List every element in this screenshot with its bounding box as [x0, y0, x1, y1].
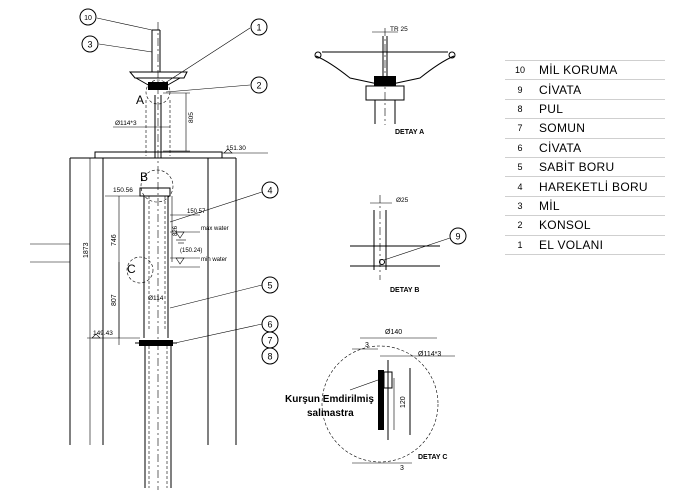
part-name: MİL KORUMA [535, 59, 665, 81]
top-slab [94, 151, 223, 159]
detail-a-tr25: TR 25 [390, 26, 408, 33]
detail-c-d114: Ø114*3 [418, 351, 441, 358]
dim-826: 826 [173, 225, 179, 236]
svg-text:1: 1 [256, 23, 261, 33]
part-number: 3 [505, 195, 535, 217]
detail-a-marker-circle [145, 79, 171, 105]
detail-c-d120: 120 [400, 396, 407, 408]
detail-b-mark: B [140, 170, 148, 184]
detail-b-d25: Ø25 [396, 197, 409, 204]
detail-c-title: DETAY C [418, 454, 447, 461]
part-name: PUL [535, 98, 665, 120]
svg-text:7: 7 [267, 336, 272, 346]
balloon-5: 5 [261, 276, 279, 294]
balloon-7: 7 [261, 331, 279, 349]
detail-c-note-line1: Kurşun Emdirilmiş [285, 394, 374, 405]
detail-c-mark: C [127, 262, 136, 276]
elev-15024: (150.24) [180, 248, 202, 254]
part-number: 1 [505, 234, 535, 255]
detail-a-title: DETAY A [395, 129, 424, 136]
svg-text:6: 6 [267, 320, 272, 330]
balloon-9: 9 [449, 227, 467, 245]
part-number: 7 [505, 118, 535, 139]
dim-746: 746 [111, 234, 118, 246]
balloon-6: 6 [261, 315, 279, 333]
detail-b-view [350, 195, 451, 280]
detail-c-note-line2: salmastra [307, 408, 354, 419]
detail-b-marker-circle [140, 169, 174, 203]
balloon-8: 8 [261, 347, 279, 365]
detail-b-title: DETAY B [390, 287, 419, 294]
part-number: 2 [505, 215, 535, 236]
handwheel-hub [148, 82, 168, 90]
balloon-4: 4 [261, 181, 279, 199]
balloon-2: 2 [250, 76, 268, 94]
part-number: 4 [505, 176, 535, 197]
part-number: 6 [505, 137, 535, 158]
part-number: 10 [505, 59, 535, 81]
part-name: CİVATA [535, 137, 665, 158]
detail-c-dim-3-bottom: 3 [400, 465, 404, 472]
part-name: SABİT BORU [535, 156, 665, 178]
svg-text:4: 4 [267, 186, 272, 196]
dim-d114-main: Ø114*3 [115, 120, 137, 127]
part-name: KONSOL [535, 215, 665, 236]
elev-15130: 151.30 [226, 145, 246, 152]
max-water-label: max water [201, 226, 229, 232]
part-name: SOMUN [535, 118, 665, 139]
part-name: MİL [535, 195, 665, 217]
part-name: CİVATA [535, 79, 665, 100]
detail-c-dim-3-top: 3 [365, 342, 369, 349]
part-number: 8 [505, 98, 535, 120]
dim-1873: 1873 [83, 242, 90, 258]
part-number: 5 [505, 156, 535, 178]
part-number: 9 [505, 79, 535, 100]
balloon-1: 1 [250, 18, 268, 36]
main-elevation-view [30, 17, 268, 490]
elev-15057: 150.57 [187, 209, 206, 215]
detail-a-view [314, 28, 456, 125]
elev-14943: 149.43 [93, 330, 113, 337]
part-name: HAREKETLİ BORU [535, 176, 665, 197]
balloon-10: 10 [79, 8, 97, 26]
handwheel [128, 71, 188, 90]
svg-text:5: 5 [267, 281, 272, 291]
svg-text:10: 10 [84, 15, 92, 22]
detail-c-view [321, 337, 455, 464]
svg-text:8: 8 [267, 352, 272, 362]
dim-d114-pipe: Ø114 [148, 295, 164, 302]
balloon-3: 3 [81, 35, 99, 53]
svg-text:3: 3 [87, 40, 92, 50]
svg-text:2: 2 [256, 81, 261, 91]
dim-807: 807 [111, 294, 118, 306]
elev-15056: 150.56 [113, 187, 133, 194]
detail-a-mark: A [136, 93, 144, 107]
detail-c-d140: Ø140 [385, 329, 402, 336]
moving-pipe-head [139, 187, 171, 197]
detail-c-marker-circle [126, 256, 154, 284]
part-name: EL VOLANI [535, 234, 665, 255]
svg-text:9: 9 [455, 232, 460, 242]
min-water-label: min water [201, 257, 227, 263]
dim-805: 805 [188, 112, 195, 123]
